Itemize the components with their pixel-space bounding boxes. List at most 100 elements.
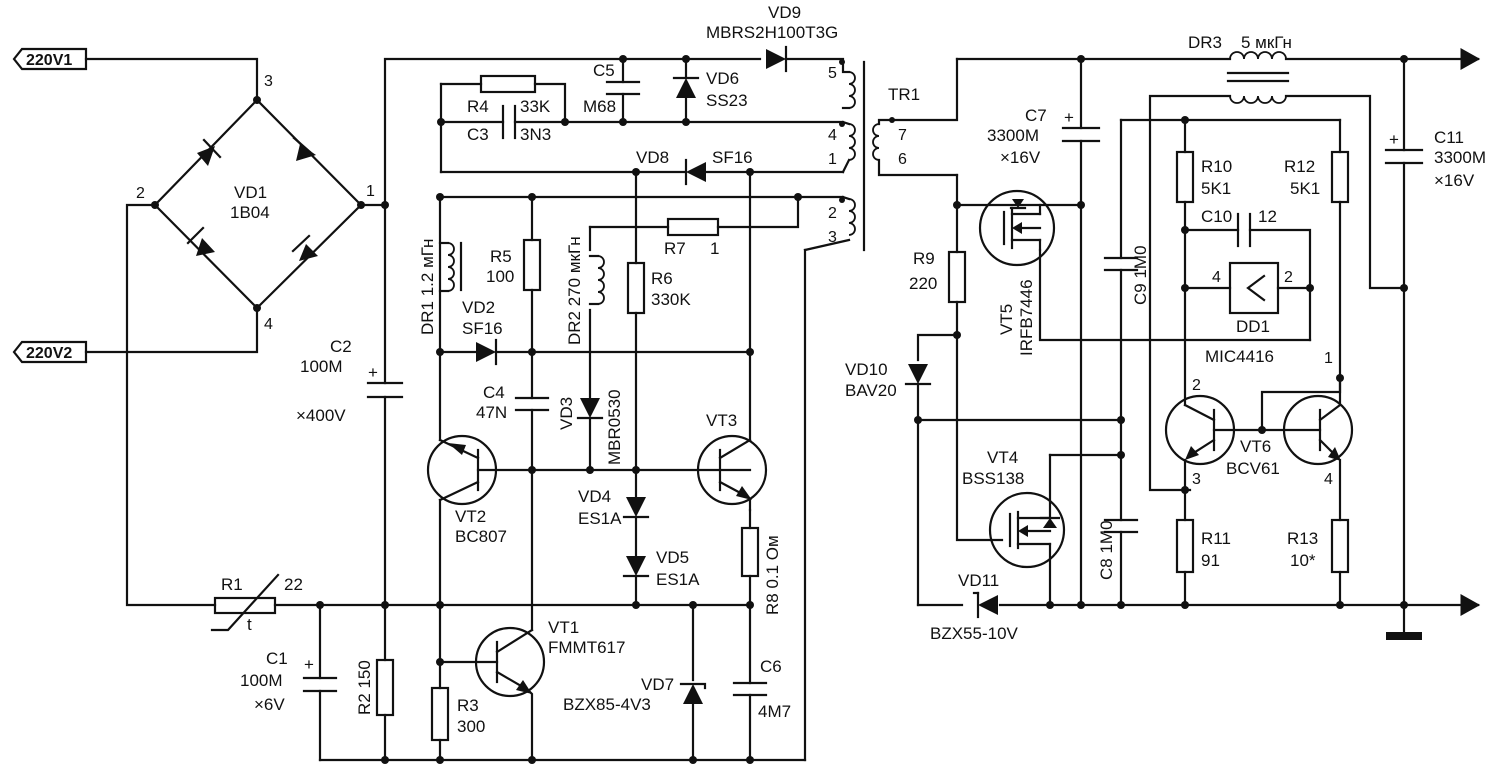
svg-text:VT6: VT6 bbox=[1240, 437, 1271, 456]
svg-text:4: 4 bbox=[1212, 269, 1221, 286]
diode-vd10: VD10 BAV20 bbox=[845, 333, 959, 607]
svg-text:VD2: VD2 bbox=[462, 298, 495, 317]
mosfet-vt5: VT5 IRFB7446 bbox=[955, 173, 1312, 356]
resistor-r7: R7 1 bbox=[588, 195, 800, 258]
svg-text:BSS138: BSS138 bbox=[962, 469, 1024, 488]
wire-dr3-out bbox=[1284, 94, 1406, 290]
resistor-r5: R5 100 bbox=[486, 238, 542, 292]
svg-text:R12: R12 bbox=[1284, 157, 1315, 176]
svg-text:220: 220 bbox=[909, 274, 937, 293]
svg-text:C3: C3 bbox=[467, 125, 489, 144]
svg-text:1: 1 bbox=[366, 183, 375, 200]
svg-text:+: + bbox=[1389, 130, 1399, 149]
transistor-vt2: VT2 BC807 bbox=[426, 195, 752, 607]
svg-text:×400V: ×400V bbox=[296, 406, 346, 425]
svg-text:R11: R11 bbox=[1201, 529, 1231, 548]
capacitor-c9: C9 1M0 bbox=[1103, 118, 1150, 457]
svg-text:C1: C1 bbox=[266, 649, 288, 668]
resistor-r10: R10 5K1 bbox=[1175, 118, 1232, 407]
svg-text:IRFB7446: IRFB7446 bbox=[1017, 279, 1036, 356]
inductor-dr3: DR3 5 мкГн bbox=[1188, 33, 1292, 104]
svg-text:2: 2 bbox=[1192, 377, 1201, 394]
capacitor-c11: + C11 3300M ×16V bbox=[1384, 57, 1486, 607]
svg-text:R13: R13 bbox=[1287, 529, 1318, 548]
svg-text:R10: R10 bbox=[1201, 157, 1232, 176]
input-port-220v1: 220V1 bbox=[12, 47, 88, 71]
svg-text:C2: C2 bbox=[330, 337, 352, 356]
svg-text:3300M: 3300M bbox=[987, 126, 1039, 145]
svg-text:4: 4 bbox=[264, 316, 273, 333]
svg-text:C10: C10 bbox=[1201, 207, 1232, 226]
diode-vd8: VD8 SF16 bbox=[439, 148, 845, 186]
svg-text:47N: 47N bbox=[476, 403, 507, 422]
svg-text:3300M: 3300M bbox=[1434, 148, 1486, 167]
svg-text:1: 1 bbox=[710, 239, 719, 258]
inductor-dr2: DR2 270 мкГн bbox=[565, 236, 605, 345]
svg-text:33K: 33K bbox=[520, 97, 551, 116]
diode-vd4: VD4 ES1A bbox=[578, 468, 650, 558]
svg-text:100M: 100M bbox=[240, 671, 283, 690]
svg-text:SF16: SF16 bbox=[712, 148, 753, 167]
schottky-diode-vd6: VD6 SS23 bbox=[672, 57, 748, 124]
svg-text:MIC4416: MIC4416 bbox=[1205, 347, 1274, 366]
capacitor-c4: C4 47N bbox=[476, 195, 550, 607]
svg-text:DD1: DD1 bbox=[1236, 317, 1270, 336]
svg-text:VD1: VD1 bbox=[234, 183, 267, 202]
transformer-tr1: TR1 5 4 1 2 3 7 6 bbox=[803, 57, 959, 762]
svg-text:6: 6 bbox=[898, 151, 907, 168]
svg-text:SS23: SS23 bbox=[706, 91, 748, 110]
svg-text:4: 4 bbox=[828, 127, 837, 144]
schottky-diode-vd3: VD3 MBR0530 bbox=[557, 225, 624, 472]
svg-text:MBRS2H100T3G: MBRS2H100T3G bbox=[706, 23, 838, 42]
svg-text:+: + bbox=[1064, 108, 1074, 127]
svg-text:R5: R5 bbox=[490, 247, 512, 266]
svg-text:5 мкГн: 5 мкГн bbox=[1241, 33, 1292, 52]
input-port-220v2: 220V2 bbox=[12, 340, 88, 364]
transistor-vt1: VT1 FMMT617 bbox=[438, 603, 625, 762]
capacitor-c10: C10 12 bbox=[1183, 207, 1312, 342]
capacitor-c2: + C2 100M ×400V bbox=[296, 337, 404, 425]
svg-text:22: 22 bbox=[284, 575, 303, 594]
wire-dr3-sense bbox=[1148, 94, 1232, 492]
svg-text:DR1 1.2 мГн: DR1 1.2 мГн bbox=[418, 239, 437, 335]
svg-text:10*: 10* bbox=[1290, 551, 1316, 570]
svg-text:5K1: 5K1 bbox=[1201, 179, 1231, 198]
svg-text:300: 300 bbox=[457, 717, 485, 736]
svg-text:220V1: 220V1 bbox=[26, 52, 72, 69]
svg-text:3: 3 bbox=[1192, 471, 1201, 488]
svg-text:12: 12 bbox=[1258, 207, 1277, 226]
svg-text:91: 91 bbox=[1201, 551, 1220, 570]
svg-text:VD3: VD3 bbox=[557, 397, 576, 430]
svg-text:×16V: ×16V bbox=[1000, 148, 1041, 167]
svg-text:4M7: 4M7 bbox=[758, 702, 791, 721]
svg-text:BZX85-4V3: BZX85-4V3 bbox=[563, 695, 651, 714]
svg-text:MBR0530: MBR0530 bbox=[605, 389, 624, 465]
bridge-rectifier-vd1: 3 4 2 1 VD1 1B04 bbox=[84, 57, 375, 354]
svg-text:TR1: TR1 bbox=[888, 85, 920, 104]
svg-text:2: 2 bbox=[828, 205, 837, 222]
svg-text:M68: M68 bbox=[583, 97, 616, 116]
svg-text:C11: C11 bbox=[1434, 128, 1464, 147]
svg-text:4: 4 bbox=[1324, 471, 1333, 488]
svg-text:×6V: ×6V bbox=[254, 695, 285, 714]
resistor-r12: R12 5K1 bbox=[1284, 118, 1350, 407]
svg-text:100: 100 bbox=[486, 267, 514, 286]
capacitor-c8: C8 1M0 bbox=[1097, 453, 1139, 607]
capacitor-c6: C6 4M7 bbox=[732, 603, 791, 762]
thermistor-r1: R1 22 t bbox=[210, 573, 303, 634]
svg-text:C5: C5 bbox=[593, 61, 615, 80]
capacitor-c7: + C7 3300M ×16V bbox=[987, 57, 1101, 607]
svg-text:ES1A: ES1A bbox=[656, 570, 700, 589]
svg-text:7: 7 bbox=[898, 127, 907, 144]
svg-text:R3: R3 bbox=[457, 696, 479, 715]
svg-text:VT5: VT5 bbox=[997, 304, 1016, 335]
diode-vd9: VD9 MBRS2H100T3G bbox=[706, 3, 845, 73]
svg-text:100M: 100M bbox=[300, 357, 343, 376]
svg-text:3: 3 bbox=[828, 229, 837, 246]
wire-hv-bus bbox=[359, 57, 762, 207]
resistor-r4: R4 33K bbox=[439, 74, 567, 124]
svg-text:+: + bbox=[304, 655, 314, 674]
svg-text:5K1: 5K1 bbox=[1290, 179, 1320, 198]
svg-text:2: 2 bbox=[136, 185, 145, 202]
resistor-r13: R13 10* bbox=[1287, 518, 1350, 607]
